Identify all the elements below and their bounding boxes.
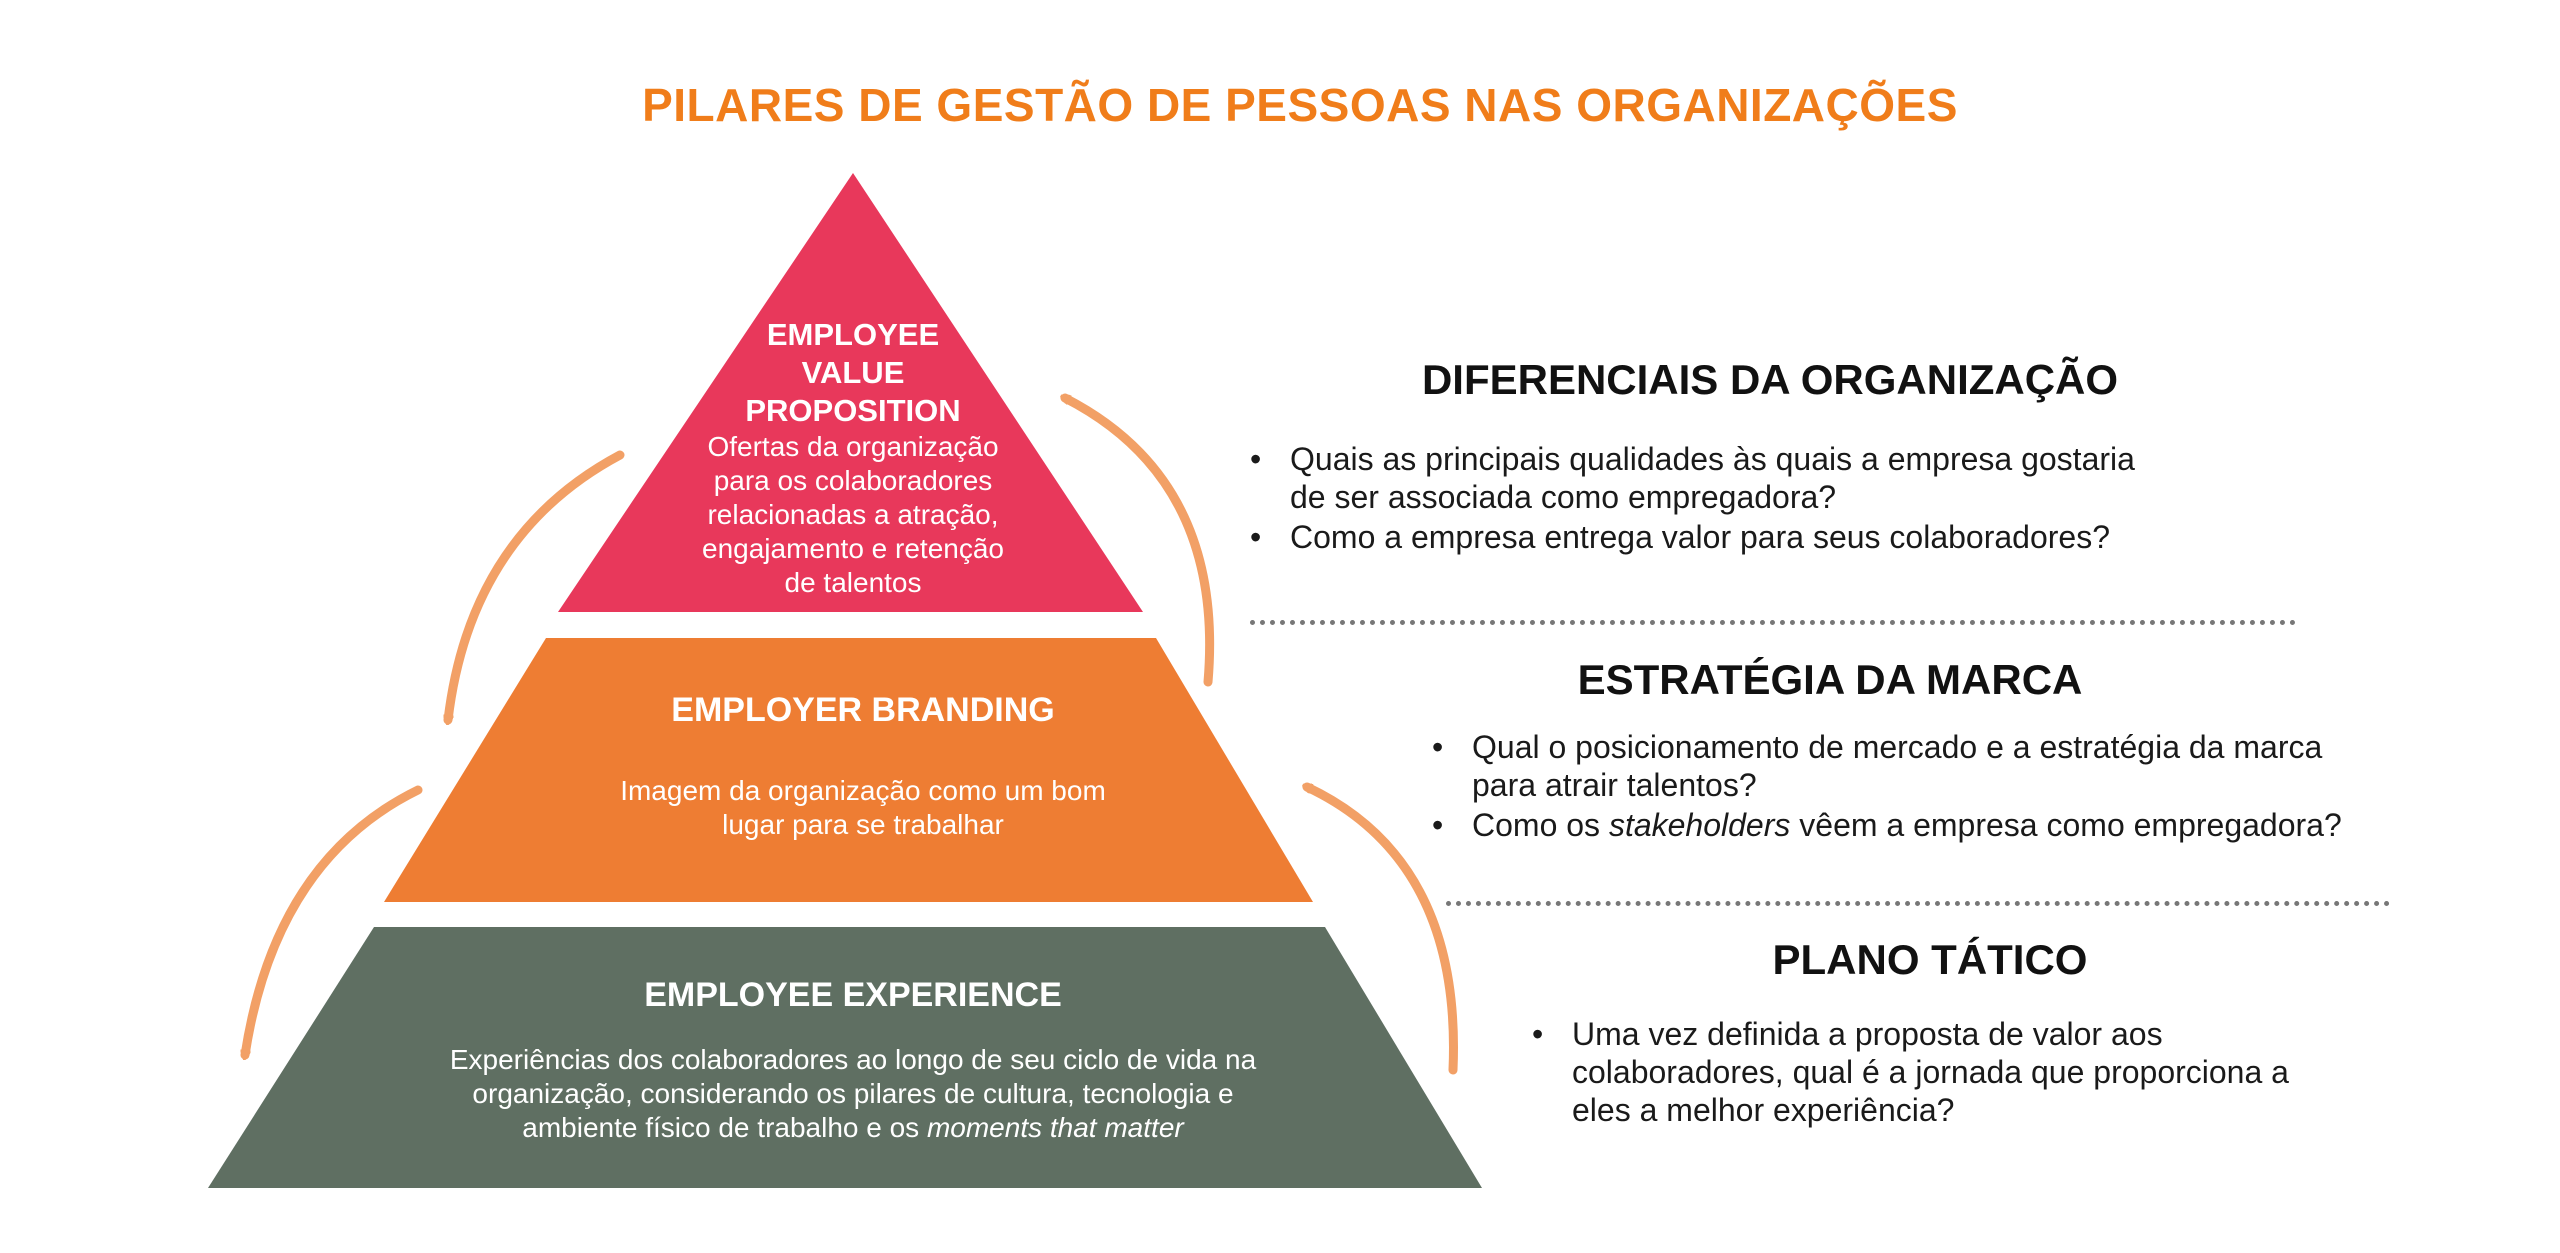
bullet-text-line: colaboradores, qual é a jornada que prop… <box>1572 1054 2289 1090</box>
arrow-middle-to-bottom-left-icon <box>245 785 423 1055</box>
bullet-text-line: Como a empresa entrega valor para seus c… <box>1290 519 2111 555</box>
tier-top-description-line: para os colaboradores <box>713 465 993 496</box>
section-title-plano: PLANO TÁTICO <box>1772 936 2088 983</box>
bullet-text-emphasis: stakeholders <box>1608 807 1791 843</box>
tier-bottom-description-line: organização, considerando os pilares de … <box>472 1078 1234 1109</box>
tier-middle-description-line: Imagem da organização como um bom <box>620 775 1106 806</box>
bullet-text-line: Como os stakeholders vêem a empresa como… <box>1472 806 2540 844</box>
bullet-icon: • <box>1432 729 1444 765</box>
tier-top-title-line: PROPOSITION <box>745 393 961 428</box>
tier-top-description-line: Ofertas da organização <box>707 431 999 462</box>
tier-middle-description: Imagem da organização como um bom lugar … <box>493 774 1233 842</box>
bullet-icon: • <box>1250 441 1262 477</box>
bullet-icon: • <box>1432 807 1444 843</box>
tier-bottom-title: EMPLOYEE EXPERIENCE <box>644 976 1062 1014</box>
section-divider <box>1250 620 2296 625</box>
bullet-text-line: Quais as principais qualidades às quais … <box>1290 441 2135 477</box>
tier-top-title: EMPLOYEE VALUE PROPOSITION <box>603 316 1103 430</box>
bullet-icon: • <box>1532 1016 1544 1052</box>
section-title-diferenciais: DIFERENCIAIS DA ORGANIZAÇÃO <box>1421 356 2119 403</box>
tier-top-title-line: VALUE <box>801 355 905 390</box>
pyramid-tier-middle <box>384 638 1313 902</box>
tier-middle-text: EMPLOYER BRANDING Imagem da organização … <box>493 690 1233 842</box>
tier-top-description-line: engajamento e retenção <box>702 533 1004 564</box>
arrow-top-to-middle-left-icon <box>448 450 625 720</box>
list-item: • Quais as principais qualidades às quai… <box>1250 440 2350 516</box>
tier-top-text: EMPLOYEE VALUE PROPOSITION Ofertas da or… <box>603 316 1103 600</box>
section-divider <box>1446 901 2390 906</box>
arrow-bottom-to-middle-right-icon <box>1307 782 1458 1075</box>
page-title: PILARES DE GESTÃO DE PESSOAS NAS ORGANIZ… <box>642 79 1958 131</box>
list-item: • Uma vez definida a proposta de valor a… <box>1532 1015 2432 1129</box>
list-item: • Como os stakeholders vêem a empresa co… <box>1432 806 2540 844</box>
bullet-icon: • <box>1250 519 1262 555</box>
bullet-list-plano: • Uma vez definida a proposta de valor a… <box>1532 1015 2432 1131</box>
bullet-text: vêem a empresa como empregadora? <box>1790 807 2342 843</box>
tier-bottom-description-emphasis: moments that matter <box>926 1112 1184 1143</box>
tier-bottom-text: EMPLOYEE EXPERIENCE Experiências dos col… <box>343 975 1363 1145</box>
bullet-text-line: eles a melhor experiência? <box>1572 1092 1955 1128</box>
tier-top-description-line: de talentos <box>784 567 922 598</box>
tier-top-description: Ofertas da organização para os colaborad… <box>603 430 1103 600</box>
tier-bottom-description-text: ambiente físico de trabalho e os <box>522 1112 927 1143</box>
arrow-middle-to-top-right-icon <box>1065 393 1215 687</box>
tier-middle-description-line: lugar para se trabalhar <box>722 809 1004 840</box>
pyramid-tier-top <box>558 173 1143 612</box>
bullet-text: Como os <box>1472 807 1609 843</box>
bullet-text-line: Uma vez definida a proposta de valor aos <box>1572 1016 2163 1052</box>
tier-bottom-description-line: Experiências dos colaboradores ao longo … <box>449 1044 1257 1075</box>
section-title-estrategia: ESTRATÉGIA DA MARCA <box>1577 656 2083 703</box>
bullet-text-line: Qual o posicionamento de mercado e a est… <box>1472 729 2323 765</box>
tier-top-title-line: EMPLOYEE <box>766 317 940 352</box>
bullet-list-estrategia: • Qual o posicionamento de mercado e a e… <box>1432 728 2540 846</box>
list-item: • Como a empresa entrega valor para seus… <box>1250 518 2350 556</box>
pyramid-tier-bottom <box>208 927 1482 1188</box>
tier-middle-title: EMPLOYER BRANDING <box>671 691 1055 729</box>
tier-bottom-description: Experiências dos colaboradores ao longo … <box>343 1043 1363 1145</box>
bullet-text-line: de ser associada como empregadora? <box>1290 479 1837 515</box>
bullet-text-line: para atrair talentos? <box>1472 767 1757 803</box>
tier-bottom-description-line: ambiente físico de trabalho e os moments… <box>343 1111 1363 1145</box>
bullet-list-diferenciais: • Quais as principais qualidades às quai… <box>1250 440 2350 558</box>
list-item: • Qual o posicionamento de mercado e a e… <box>1432 728 2540 804</box>
tier-top-description-line: relacionadas a atração, <box>707 499 999 530</box>
